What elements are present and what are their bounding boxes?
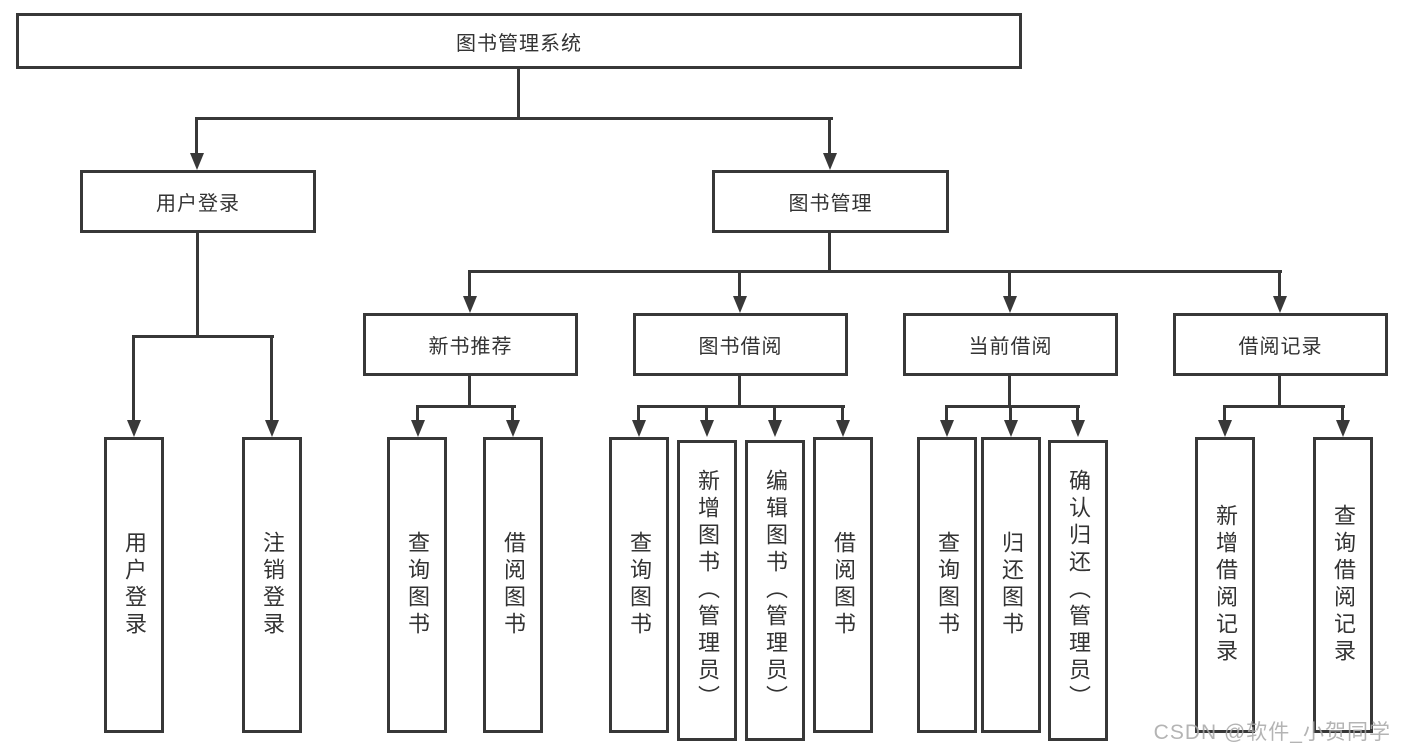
connector <box>511 405 514 423</box>
arrowhead-down-icon <box>1071 420 1085 437</box>
leaf-newbooks-borrow-books: 借阅图书 <box>483 437 543 733</box>
connector <box>738 270 741 298</box>
connector <box>1076 405 1079 423</box>
arrowhead-down-icon <box>463 296 477 313</box>
connector <box>1223 405 1345 408</box>
arrowhead-down-icon <box>700 420 714 437</box>
arrowhead-down-icon <box>632 420 646 437</box>
connector <box>1008 270 1011 298</box>
arrowhead-down-icon <box>733 296 747 313</box>
node-borrowing-records: 借阅记录 <box>1173 313 1388 376</box>
connector <box>270 335 273 423</box>
connector <box>637 405 845 408</box>
leaf-current-query-books: 查询图书 <box>917 437 977 733</box>
arrowhead-down-icon <box>768 420 782 437</box>
connector <box>1223 405 1226 423</box>
connector <box>416 405 516 408</box>
leaf-current-return-books: 归还图书 <box>981 437 1041 733</box>
arrowhead-down-icon <box>823 153 837 170</box>
connector <box>196 232 199 337</box>
connector <box>637 405 640 423</box>
arrowhead-down-icon <box>411 420 425 437</box>
connector <box>416 405 419 423</box>
leaf-borrow-query-books: 查询图书 <box>609 437 669 733</box>
connector <box>195 117 833 120</box>
arrowhead-down-icon <box>190 153 204 170</box>
connector <box>738 375 741 407</box>
node-user-login: 用户登录 <box>80 170 316 233</box>
connector <box>1341 405 1344 423</box>
connector <box>468 270 471 298</box>
arrowhead-down-icon <box>1273 296 1287 313</box>
connector <box>705 405 708 423</box>
leaf-borrow-add-books-admin: 新增图书（管理员） <box>677 440 737 741</box>
arrowhead-down-icon <box>506 420 520 437</box>
leaf-newbooks-query-books: 查询图书 <box>387 437 447 733</box>
arrowhead-down-icon <box>1004 420 1018 437</box>
connector <box>828 117 831 155</box>
leaf-current-confirm-return-admin: 确认归还（管理员） <box>1048 440 1108 741</box>
arrowhead-down-icon <box>1336 420 1350 437</box>
connector <box>841 405 844 423</box>
node-book-borrowing: 图书借阅 <box>633 313 848 376</box>
connector <box>132 335 135 423</box>
arrowhead-down-icon <box>1218 420 1232 437</box>
connector <box>945 405 948 423</box>
connector <box>468 270 1282 273</box>
node-library-system: 图书管理系统 <box>16 13 1022 69</box>
connector <box>132 335 274 338</box>
arrowhead-down-icon <box>1003 296 1017 313</box>
node-new-book-recommend: 新书推荐 <box>363 313 578 376</box>
leaf-borrow-borrow-books: 借阅图书 <box>813 437 873 733</box>
node-book-management: 图书管理 <box>712 170 949 233</box>
arrowhead-down-icon <box>836 420 850 437</box>
leaf-borrow-edit-books-admin: 编辑图书（管理员） <box>745 440 805 741</box>
connector <box>1008 375 1011 407</box>
arrowhead-down-icon <box>127 420 141 437</box>
leaf-records-query-record: 查询借阅记录 <box>1313 437 1373 733</box>
leaf-logout: 注销登录 <box>242 437 302 733</box>
connector <box>1278 375 1281 407</box>
connector <box>773 405 776 423</box>
connector <box>1009 405 1012 423</box>
csdn-watermark: CSDN @软件_小贺同学 <box>1153 721 1391 744</box>
connector <box>468 375 471 407</box>
connector <box>945 405 1080 408</box>
leaf-user-login: 用户登录 <box>104 437 164 733</box>
leaf-records-add-record: 新增借阅记录 <box>1195 437 1255 733</box>
connector <box>517 68 520 118</box>
arrowhead-down-icon <box>265 420 279 437</box>
arrowhead-down-icon <box>940 420 954 437</box>
node-current-borrowing: 当前借阅 <box>903 313 1118 376</box>
connector <box>1278 270 1281 298</box>
connector <box>828 232 831 272</box>
connector <box>195 117 198 155</box>
